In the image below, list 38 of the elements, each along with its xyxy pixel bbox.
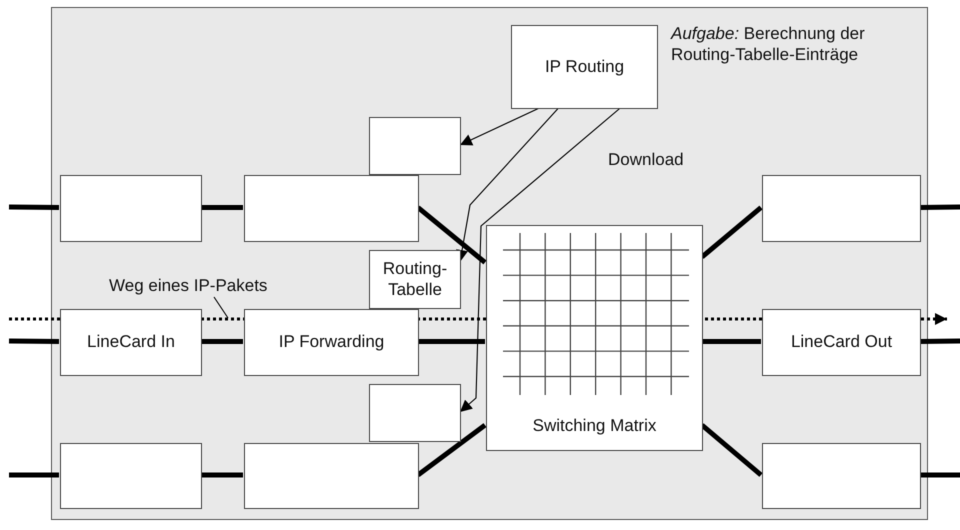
connection-line (920, 338, 960, 344)
connection-line (416, 423, 486, 477)
linecard-box (762, 443, 921, 509)
connection-line (920, 472, 960, 478)
linecard-box (60, 443, 202, 509)
linecard-box: LineCard In (60, 309, 202, 376)
connection-line (700, 423, 763, 477)
matrix-label: Switching Matrix (532, 416, 658, 436)
connection-line (702, 339, 761, 344)
forwarding-box: IP Forwarding (244, 309, 419, 376)
connection-line (201, 339, 243, 344)
connection-line (700, 206, 763, 259)
leader-line (214, 296, 228, 318)
connection-line (8, 338, 60, 344)
linecard-box (762, 175, 921, 242)
connection-line (9, 472, 59, 478)
switching-matrix-box (486, 225, 703, 451)
table-box (369, 384, 461, 442)
forwarding-box (244, 443, 419, 509)
forwarding-box (244, 175, 419, 242)
annotation-text: Aufgabe: Berechnung der Routing-Tabelle-Einträge (671, 23, 866, 66)
note-text: Download (608, 149, 684, 170)
connection-line (8, 204, 60, 210)
arrow (460, 108, 621, 412)
connection-line (201, 472, 243, 478)
arrow (460, 108, 540, 146)
table-box (369, 117, 461, 175)
arrow (456, 108, 559, 262)
table-box: Routing-Tabelle (369, 250, 461, 309)
connection-line (418, 339, 485, 344)
routing-box: IP Routing (511, 25, 658, 109)
connection-line (201, 205, 243, 210)
router-frame (51, 7, 928, 520)
connection-line (416, 206, 487, 264)
linecard-box (60, 175, 202, 242)
path-label: Weg eines IP-Pakets (109, 276, 321, 298)
connection-line (920, 204, 960, 210)
linecard-box: LineCard Out (762, 309, 921, 376)
